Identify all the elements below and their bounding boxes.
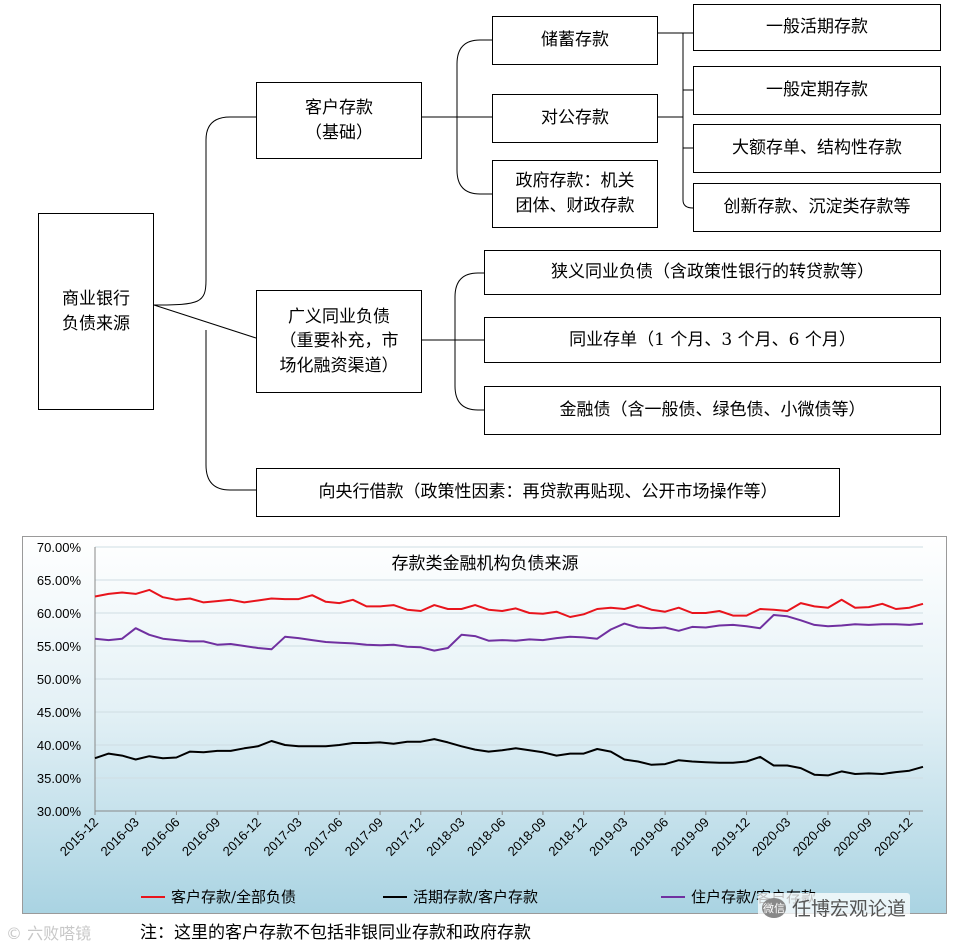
innovative-deposits-label: 创新存款、沉淀类存款等 bbox=[723, 197, 911, 218]
wechat-icon: 微信 bbox=[762, 897, 786, 918]
government-deposits-box: 政府存款：机关 团体、财政存款 bbox=[492, 160, 658, 228]
connector-customer-government bbox=[456, 117, 492, 195]
narrow-interbank-label: 狭义同业负债（含政策性银行的转贷款等） bbox=[551, 262, 874, 283]
y-tick-label: 35.00% bbox=[37, 771, 82, 786]
chart-panel: 存款类金融机构负债来源 70.00% 65.00% 60.00% 55.00% 50.0… bbox=[22, 536, 947, 914]
government-deposits-label: 政府存款：机关 团体、财政存款 bbox=[515, 171, 635, 216]
customer-deposits-label: 客户存款 （基础） bbox=[305, 97, 373, 143]
financial-bonds-box: 金融债（含一般债、绿色债、小微债等） bbox=[484, 386, 941, 435]
tree-connectors bbox=[153, 32, 694, 491]
series-line-1 bbox=[94, 588, 924, 618]
corporate-deposits-label: 对公存款 bbox=[541, 108, 609, 129]
central-bank-label: 向央行借款（政策性因素：再贷款再贴现、公开市场操作等） bbox=[318, 482, 778, 503]
interbank-cd-label: 同业存单（1 个月、3 个月、6 个月） bbox=[569, 329, 856, 350]
y-tick-label: 60.00% bbox=[37, 606, 82, 621]
watermark-right-text: 任博宏观论道 bbox=[792, 898, 907, 920]
general-time-label: 一般定期存款 bbox=[766, 80, 868, 101]
connector-deposit-types bbox=[682, 33, 694, 209]
connector-customer-savings bbox=[456, 39, 492, 117]
interbank-cd-box: 同业存单（1 个月、3 个月、6 个月） bbox=[484, 317, 941, 363]
y-tick-label: 40.00% bbox=[37, 738, 82, 753]
series-line-2 bbox=[94, 738, 924, 777]
connector-interbank-bonds bbox=[454, 340, 484, 411]
legend-label-2: 活期存款/客户存款 bbox=[413, 888, 538, 906]
customer-deposits-box: 客户存款 （基础） bbox=[256, 82, 422, 159]
financial-bonds-label: 金融债（含一般债、绿色债、小微债等） bbox=[559, 400, 866, 421]
y-tick-label: 70.00% bbox=[37, 540, 82, 555]
watermark-right: 微信 任博宏观论道 bbox=[758, 893, 911, 922]
y-tick-label: 50.00% bbox=[37, 672, 82, 687]
watermark-left: © 六败嗒镜 bbox=[6, 924, 92, 943]
general-demand-label: 一般活期存款 bbox=[766, 17, 868, 38]
savings-deposits-label: 储蓄存款 bbox=[541, 30, 609, 51]
interbank-liabilities-label: 广义同业负债 （重要补充，市 场化融资渠道） bbox=[279, 306, 399, 376]
general-demand-box: 一般活期存款 bbox=[693, 4, 941, 51]
series-line-3 bbox=[94, 614, 924, 652]
chart-background bbox=[23, 537, 946, 913]
chart-note: 注：这里的客户存款不包括非银同业存款和政府存款 bbox=[140, 923, 531, 943]
corporate-deposits-box: 对公存款 bbox=[492, 94, 658, 143]
chart-title: 存款类金融机构负债来源 bbox=[392, 554, 579, 574]
savings-deposits-box: 储蓄存款 bbox=[492, 16, 658, 65]
y-tick-label: 45.00% bbox=[37, 705, 82, 720]
connector-root-central bbox=[205, 330, 256, 491]
y-tick-label: 55.00% bbox=[37, 639, 82, 654]
narrow-interbank-box: 狭义同业负债（含政策性银行的转贷款等） bbox=[484, 250, 941, 295]
large-cd-structured-label: 大额存单、结构性存款 bbox=[732, 138, 902, 159]
y-tick-label: 65.00% bbox=[37, 573, 82, 588]
line-chart: 存款类金融机构负债来源 70.00% 65.00% 60.00% 55.00% 50.0… bbox=[23, 537, 946, 913]
interbank-liabilities-box: 广义同业负债 （重要补充，市 场化融资渠道） bbox=[256, 290, 422, 393]
general-time-box: 一般定期存款 bbox=[693, 66, 941, 115]
innovative-deposits-box: 创新存款、沉淀类存款等 bbox=[693, 183, 941, 232]
root-label: 商业银行 负债来源 bbox=[62, 288, 130, 334]
large-cd-structured-box: 大额存单、结构性存款 bbox=[693, 124, 941, 173]
legend-label-1: 客户存款/全部负债 bbox=[171, 888, 296, 906]
root-box: 商业银行 负债来源 bbox=[38, 213, 154, 410]
connector-root-interbank bbox=[153, 304, 257, 339]
y-tick-label: 30.00% bbox=[37, 804, 82, 819]
connector-root-customer bbox=[153, 116, 256, 306]
central-bank-box: 向央行借款（政策性因素：再贷款再贴现、公开市场操作等） bbox=[256, 468, 840, 517]
connector-interbank-narrow bbox=[454, 272, 484, 340]
